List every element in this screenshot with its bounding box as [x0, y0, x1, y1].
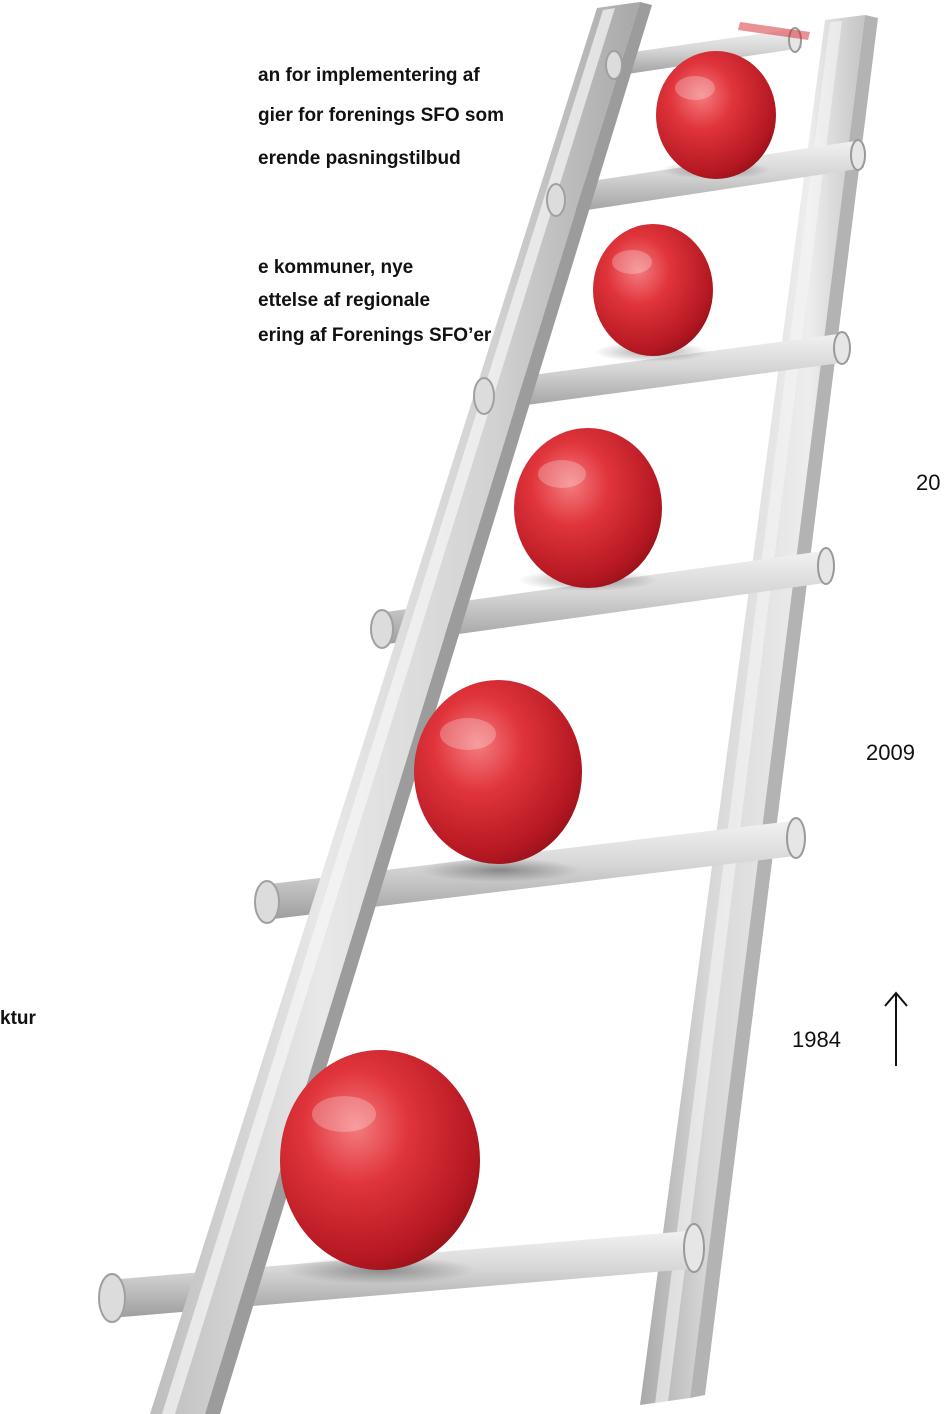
middle-text-line-1: e kommuner, nye: [258, 257, 414, 278]
year-label-top: 20: [916, 470, 941, 495]
top-text-line-2: gier for forenings SFO som: [258, 105, 504, 126]
ladder-right-rail: [640, 15, 878, 1405]
middle-text-line-3: ering af Forenings SFO’er: [258, 325, 492, 346]
ball-3: [514, 428, 662, 588]
year-label-1984: 1984: [792, 1027, 841, 1052]
ladder-left-rail: [150, 2, 652, 1414]
ball-1: [656, 51, 776, 179]
top-red-tint: [738, 22, 810, 40]
bottom-text: ktur: [0, 1008, 36, 1029]
middle-text-line-2: ettelse af regionale: [258, 290, 431, 311]
top-text-line-3: erende pasningstilbud: [258, 148, 461, 169]
ball-4: [414, 680, 582, 864]
up-arrow-icon: [884, 991, 908, 1066]
top-text-line-1: an for implementering af: [258, 65, 480, 86]
ball-5: [280, 1050, 480, 1270]
ball-2: [593, 224, 713, 356]
year-label-2009: 2009: [866, 740, 915, 765]
rung-end-caps: [98, 50, 623, 1323]
